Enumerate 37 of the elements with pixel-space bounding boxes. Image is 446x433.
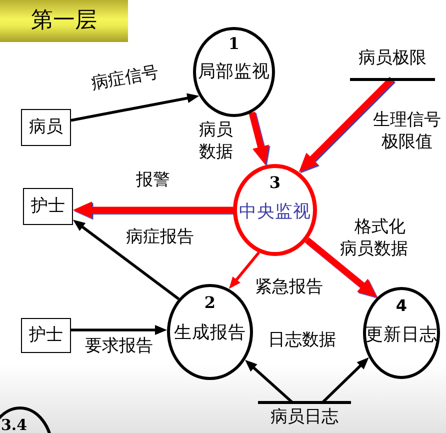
flow-label: 要求报告 xyxy=(85,335,153,357)
flow-label: 病症报告 xyxy=(126,226,194,248)
arrow xyxy=(298,76,394,172)
entity-box: 护士 xyxy=(21,318,71,353)
arrow xyxy=(71,325,167,335)
process-number: 3.4 xyxy=(1,417,28,433)
arrow xyxy=(73,202,233,218)
arrow xyxy=(304,237,378,298)
process-name: 中央监视 xyxy=(239,201,311,223)
process-name: 局部监视 xyxy=(198,61,270,83)
process-number: 4 xyxy=(396,295,408,317)
process-number: 3 xyxy=(269,172,281,194)
flow-label: 报警 xyxy=(136,169,170,191)
arrow xyxy=(321,357,369,404)
process-circle xyxy=(167,284,253,380)
arrow xyxy=(248,112,269,166)
process-number: 1 xyxy=(228,33,240,55)
process-name: 更新日志 xyxy=(366,324,438,346)
arrow xyxy=(73,220,180,300)
process-number: 2 xyxy=(204,292,216,314)
flow-label: 紧急报告 xyxy=(255,276,323,298)
arrow xyxy=(228,252,260,289)
process-name: 生成报告 xyxy=(174,322,246,344)
entity-box: 护士 xyxy=(23,188,73,225)
data-store: 病员极限 xyxy=(350,44,435,81)
flow-label: 生理信号极限值 xyxy=(372,109,442,153)
flow-label: 日志数据 xyxy=(268,329,336,351)
title-banner: 第一层 xyxy=(0,0,128,42)
flow-label: 格式化病员数据 xyxy=(339,216,409,260)
process-circle xyxy=(193,27,275,117)
flow-label: 病员数据 xyxy=(198,119,234,163)
process-circle xyxy=(233,164,317,256)
entity-box: 病员 xyxy=(21,109,71,146)
flow-label: 病症信号 xyxy=(90,61,160,95)
data-store: 病员日志 xyxy=(258,401,351,430)
process-circle xyxy=(363,287,440,379)
arrow xyxy=(70,93,200,122)
